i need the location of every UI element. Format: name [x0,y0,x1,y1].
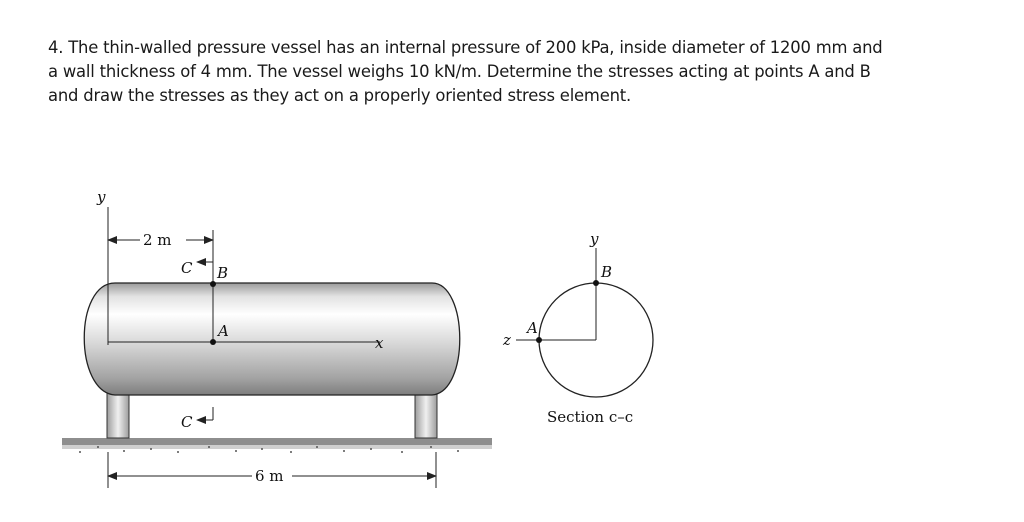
dim-2m-mask [140,231,186,247]
section-point-B [593,280,599,286]
problem-statement: 4. The thin-walled pressure vessel has a… [48,36,1013,108]
vessel-shell [83,282,461,396]
problem-line-3: and draw the stresses as they act on a p… [48,86,632,105]
ground [62,438,492,453]
vessel-point-B-label: B [216,264,228,282]
vessel-y-label: y [96,188,106,206]
dim-6m-mask [252,467,292,483]
section-y-label: y [589,230,599,248]
section-point-B-label: B [600,263,612,281]
section-point-A [536,337,542,343]
vessel-point-A-label: A [216,322,229,340]
section-z-label: z [502,331,511,349]
section-cut-top-label: C [181,259,193,277]
problem-line-2: a wall thickness of 4 mm. The vessel wei… [48,62,871,81]
vessel-point-A [210,339,216,345]
vessel-point-B [210,281,216,287]
problem-line-1: 4. The thin-walled pressure vessel has a… [48,38,883,57]
dim-6m-label: 6 m [255,467,284,485]
dim-2m-label: 2 m [143,231,172,249]
vessel-x-label: x [375,334,384,352]
section-point-A-label: A [525,319,538,337]
section-cut-bottom-label: C [181,413,193,431]
section-caption: Section c–c [547,408,633,426]
